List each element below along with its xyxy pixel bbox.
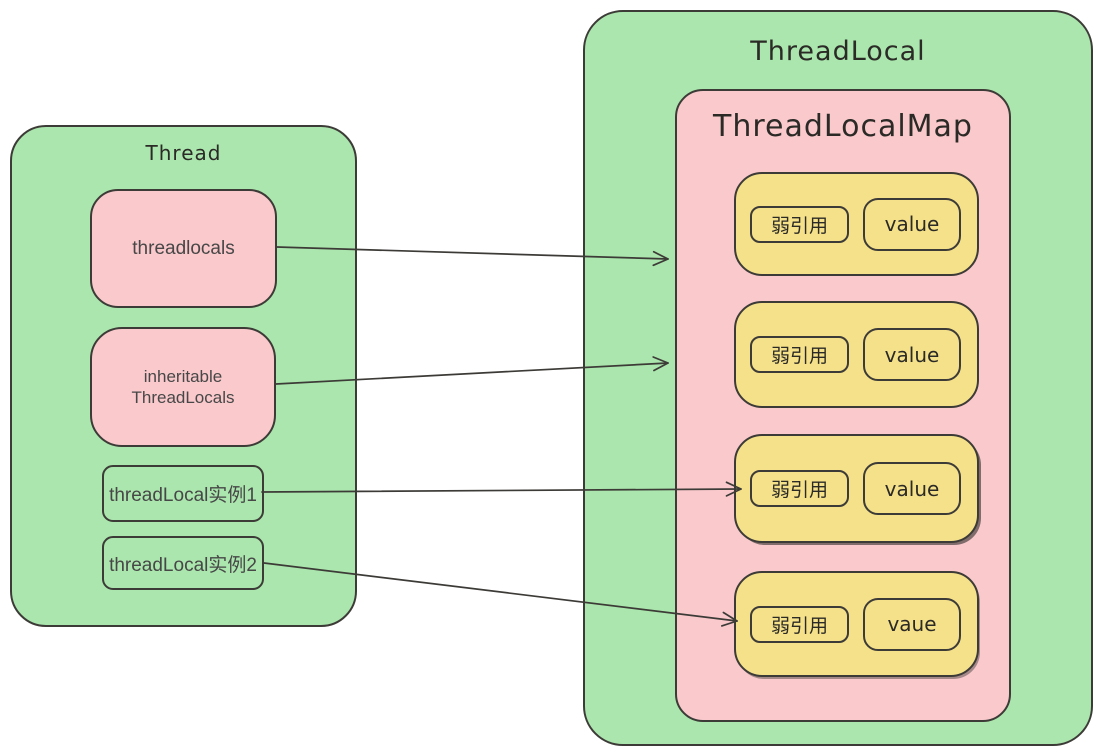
- threadlocal-instance1-label: threadLocal实例1: [109, 485, 257, 506]
- inheritable-threadlocals-field: inheritable ThreadLocals: [90, 327, 276, 447]
- thread-box: Thread threadlocals inheritable ThreadLo…: [10, 125, 357, 627]
- weak-ref-box-4: 弱引用: [750, 605, 849, 643]
- value-box-3: value: [863, 462, 961, 515]
- threadlocal-instance2-box: threadLocal实例2: [102, 536, 264, 590]
- threadlocal-box-title: ThreadLocal: [750, 36, 926, 67]
- map-entry-1: 弱引用 value: [734, 172, 979, 276]
- weak-ref-box-1: 弱引用: [750, 205, 849, 243]
- inheritable-label-line1: inheritable: [143, 366, 223, 386]
- inheritable-label-line2: ThreadLocals: [131, 388, 235, 407]
- threadlocals-label: threadlocals: [132, 237, 235, 259]
- threadlocal-instance1-box: threadLocal实例1: [102, 465, 264, 522]
- weak-ref-box-2: 弱引用: [750, 336, 849, 373]
- value-box-2: value: [863, 328, 961, 381]
- threadlocalmap-title: ThreadLocalMap: [713, 109, 973, 144]
- threadlocals-field: threadlocals: [90, 189, 277, 308]
- map-entry-2: 弱引用 value: [734, 301, 979, 408]
- map-entry-3: 弱引用 value: [734, 434, 979, 543]
- threadlocal-box: ThreadLocal ThreadLocalMap 弱引用 value 弱引用…: [583, 10, 1093, 746]
- weak-ref-box-3: 弱引用: [750, 470, 849, 507]
- threadlocal-instance2-label: threadLocal实例2: [109, 554, 257, 576]
- value-box-1: value: [863, 197, 961, 251]
- threadlocalmap-box: ThreadLocalMap 弱引用 value 弱引用 value 弱引用 v…: [675, 89, 1011, 722]
- value-box-4: vaue: [863, 597, 961, 651]
- thread-box-title: Thread: [145, 141, 222, 165]
- map-entry-4: 弱引用 vaue: [734, 571, 979, 677]
